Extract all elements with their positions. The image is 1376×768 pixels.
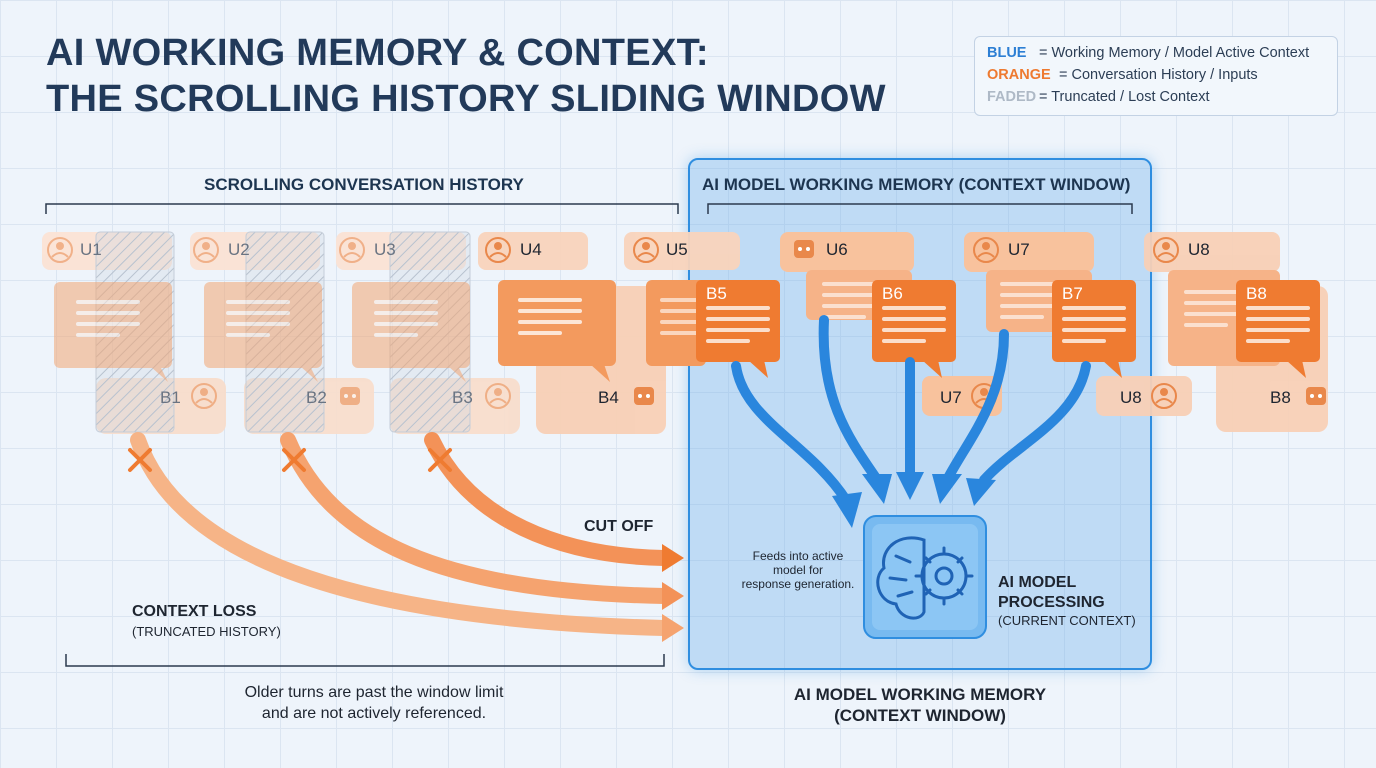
legend-key-orange: ORANGE (987, 67, 1051, 83)
user-icon (339, 237, 365, 263)
title-line-2: THE SCROLLING HISTORY SLIDING WINDOW (46, 78, 886, 120)
user-icon (47, 237, 73, 263)
user-icon (485, 383, 511, 409)
legend-row-faded: FADED= Truncated / Lost Context (987, 89, 1209, 105)
turn-label-u7: U7 (1008, 240, 1030, 259)
user-icon (633, 237, 659, 263)
turn-label-b8-lower: B8 (1270, 388, 1291, 407)
feed-note-line-1: Feeds into active (752, 549, 844, 563)
feed-note-line-2: model for (772, 563, 824, 577)
turn-label-b1: B1 (160, 388, 181, 407)
turn-label-b3: B3 (452, 388, 473, 407)
legend-row-orange: ORANGE = Conversation History / Inputs (987, 67, 1258, 83)
history-header: SCROLLING CONVERSATION HISTORY (204, 175, 524, 194)
turn-label-u8: U8 (1188, 240, 1210, 259)
truncated-messages (54, 231, 471, 433)
title-line-1: AI WORKING MEMORY & CONTEXT: (46, 32, 709, 74)
turn-label-u2: U2 (228, 240, 250, 259)
window-bracket (707, 203, 1133, 214)
legend-row-blue: BLUE = Working Memory / Model Active Cont… (987, 45, 1309, 61)
page-title: AI WORKING MEMORY & CONTEXT: THE SCROLLI… (46, 30, 886, 122)
history-messages (498, 280, 724, 382)
processing-title: AI MODEL PROCESSING (998, 573, 1105, 613)
legend-key-blue: BLUE (987, 45, 1027, 61)
bot-icon (794, 240, 814, 258)
turn-label-u3: U3 (374, 240, 396, 259)
left-bottom-bracket (65, 654, 665, 667)
history-bracket (45, 203, 679, 214)
x-mark-icon (128, 448, 452, 472)
arrow-heads (832, 472, 996, 528)
turn-label-u4: U4 (520, 240, 542, 259)
user-icon (1151, 383, 1177, 409)
bottom-caption-line-2: (CONTEXT WINDOW) (834, 706, 1006, 725)
left-caption: Older turns are past the window limit an… (200, 682, 548, 724)
user-icon (193, 237, 219, 263)
turn-label-u7-lower: U7 (940, 388, 962, 407)
turn-label-b6: B6 (882, 284, 903, 303)
context-feed-arrows (731, 315, 1091, 505)
bottom-caption-line-1: AI MODEL WORKING MEMORY (793, 685, 1047, 704)
left-caption-line-2: and are not actively referenced. (261, 705, 487, 722)
user-icon (191, 383, 217, 409)
bottom-caption: AI MODEL WORKING MEMORY (CONTEXT WINDOW) (760, 684, 1080, 726)
window-messages (696, 232, 1320, 416)
turn-label-b4: B4 (598, 388, 619, 407)
context-loss-subtitle: (TRUNCATED HISTORY) (132, 624, 281, 639)
turn-label-u1: U1 (80, 240, 102, 259)
user-icon (485, 237, 511, 263)
turn-label-b2: B2 (306, 388, 327, 407)
bot-icon (1306, 387, 1326, 405)
left-caption-line-1: Older turns are past the window limit (244, 684, 504, 701)
turn-label-u6: U6 (826, 240, 848, 259)
processing-title-line-2: PROCESSING (998, 594, 1105, 611)
legend-text-orange: = Conversation History / Inputs (1059, 67, 1258, 83)
context-loss-title: CONTEXT LOSS (132, 603, 257, 620)
bot-icon (634, 387, 654, 405)
turn-label-b7: B7 (1062, 284, 1083, 303)
brain-gear-icon (876, 536, 974, 620)
legend-key-faded: FADED (987, 89, 1037, 105)
legend-text-blue: = Working Memory / Model Active Context (1039, 45, 1310, 61)
processing-subtitle: (CURRENT CONTEXT) (998, 613, 1136, 628)
legend-text-faded: = Truncated / Lost Context (1039, 89, 1210, 105)
cut-off-label: CUT OFF (584, 518, 654, 535)
turn-label-b5: B5 (706, 284, 727, 303)
user-icon (1153, 237, 1179, 263)
turn-label-u8-lower: U8 (1120, 388, 1142, 407)
turn-label-u5: U5 (666, 240, 688, 259)
legend: BLUE = Working Memory / Model Active Cont… (974, 36, 1338, 116)
window-header: AI MODEL WORKING MEMORY (CONTEXT WINDOW) (702, 175, 1131, 194)
processing-title-line-1: AI MODEL (998, 574, 1077, 591)
feed-note: Feeds into active model for response gen… (736, 549, 860, 591)
user-icon (973, 237, 999, 263)
bot-icon (340, 387, 360, 405)
turn-label-b8: B8 (1246, 284, 1267, 303)
feed-note-line-3: response generation. (741, 577, 855, 591)
